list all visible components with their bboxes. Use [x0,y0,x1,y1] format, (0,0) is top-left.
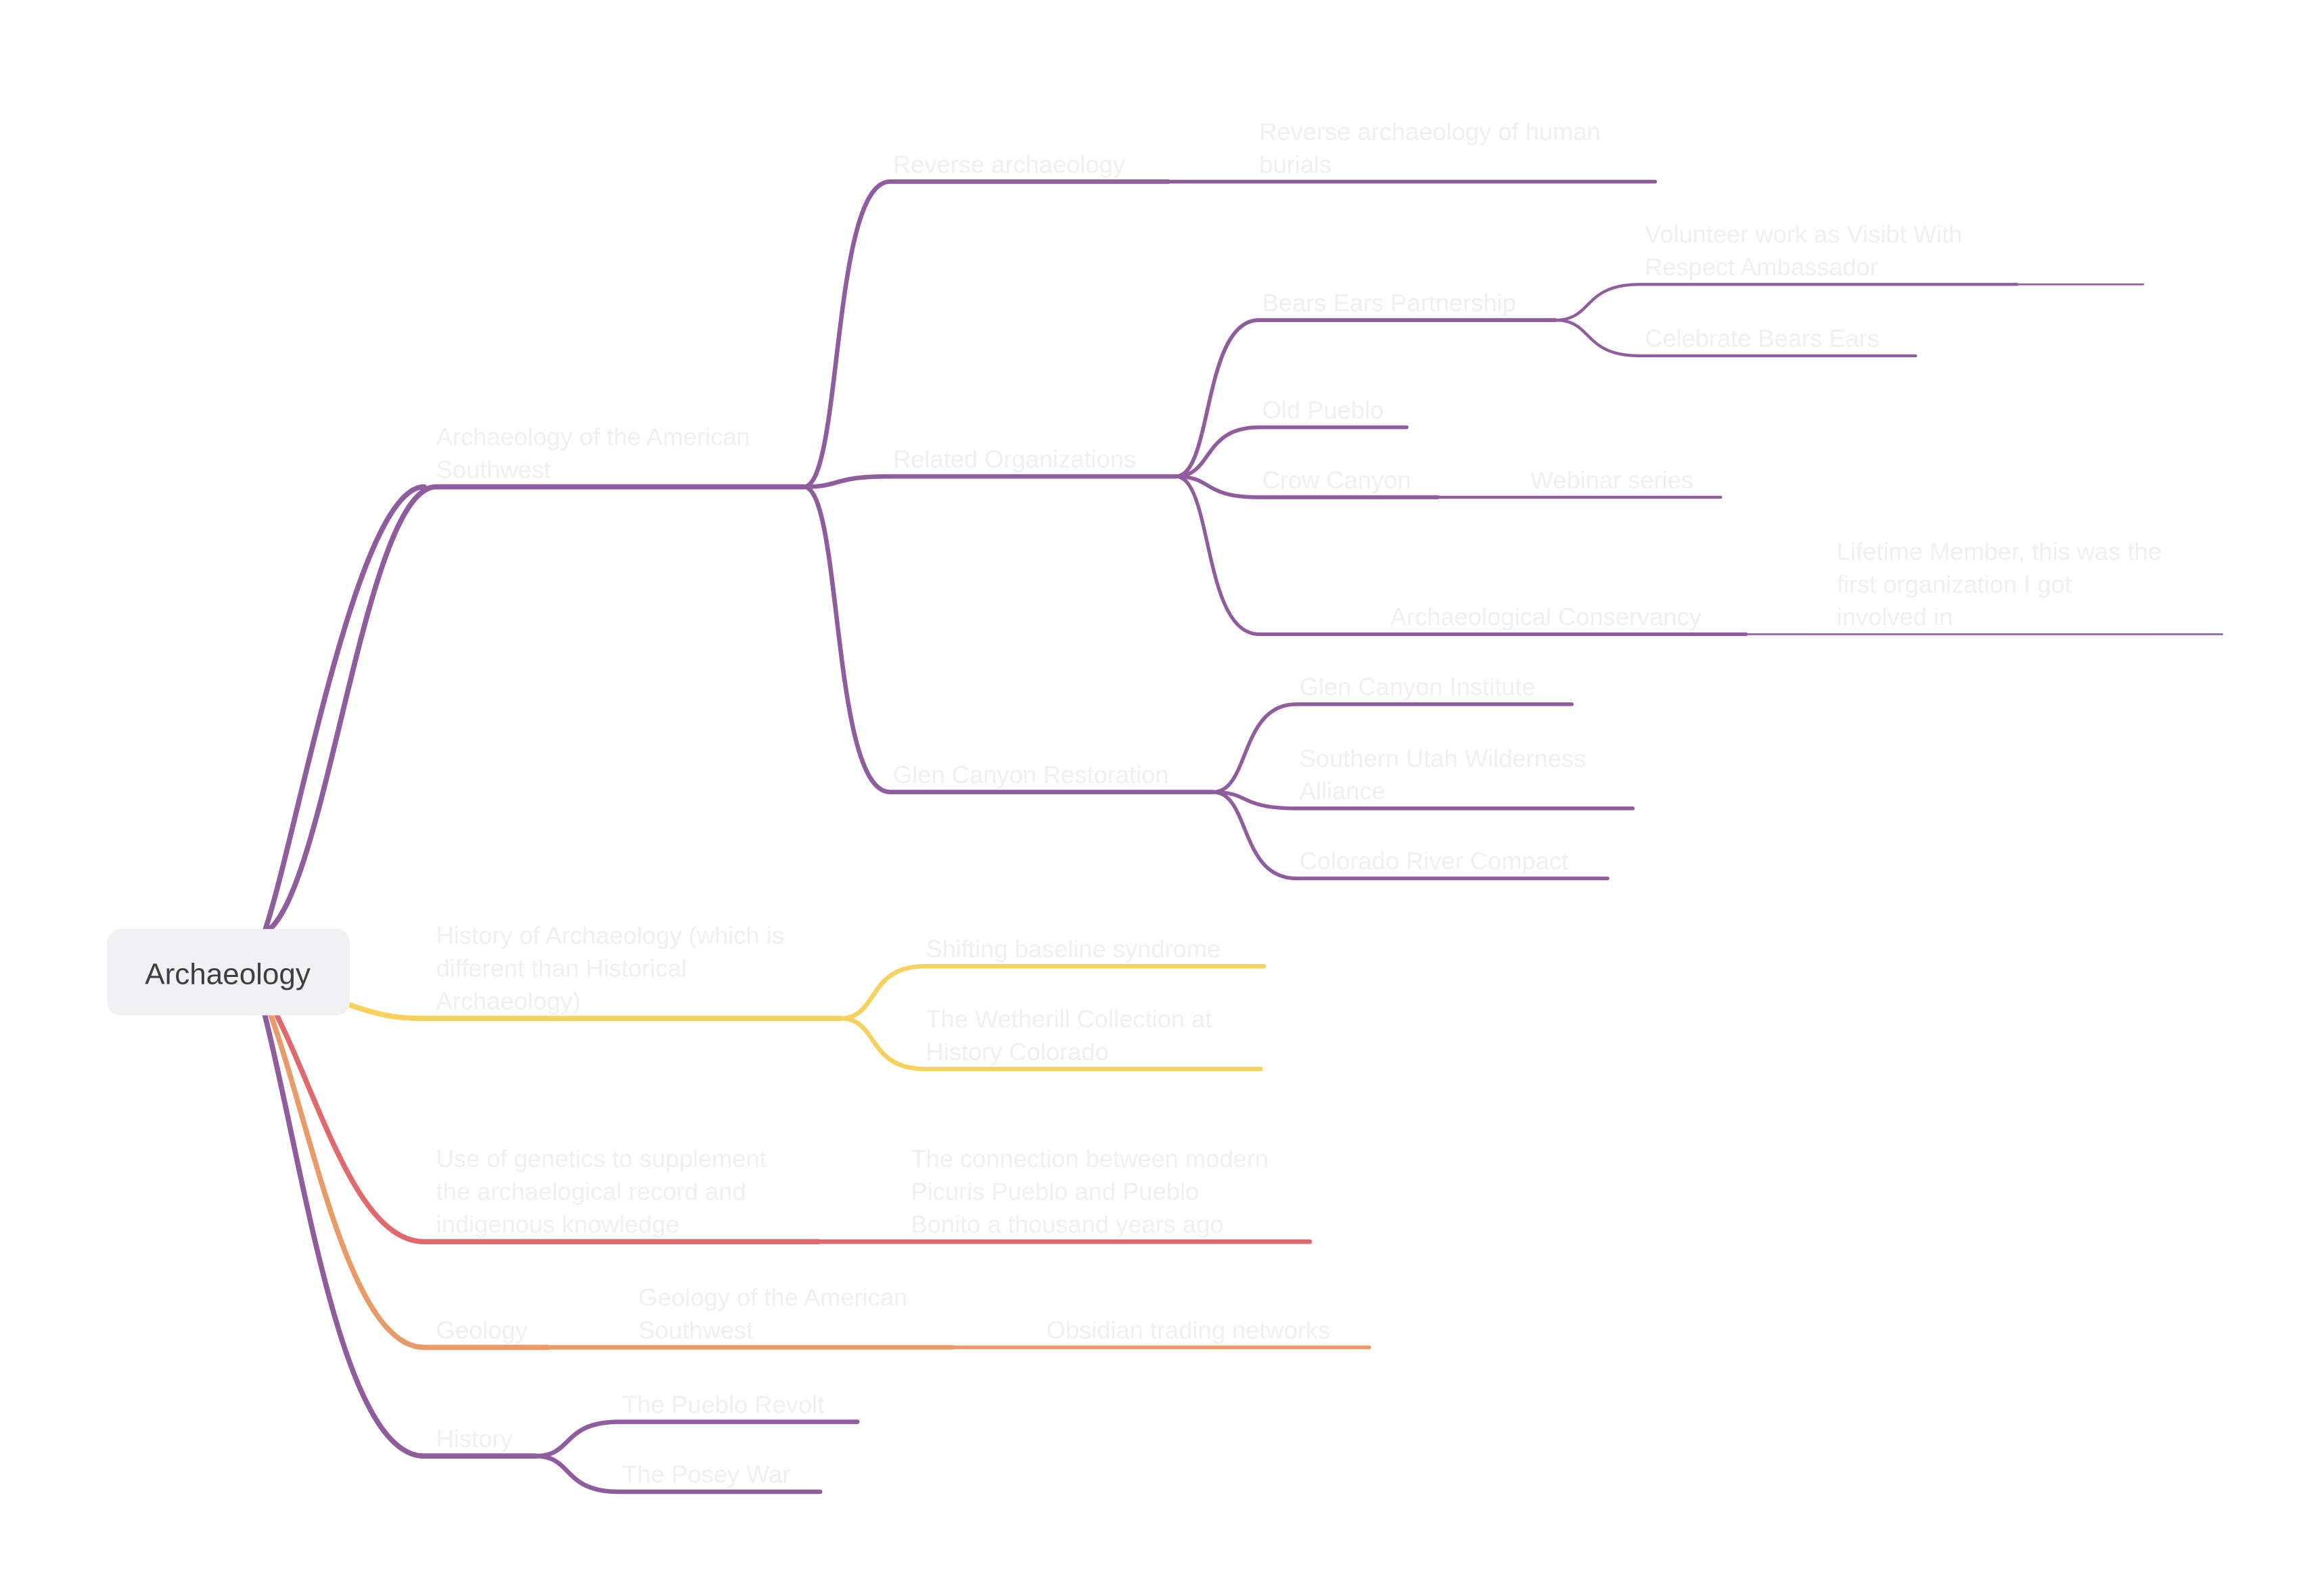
branch-line [838,1016,1263,1072]
subtopic-label[interactable]: Archaeological Conservancy [1390,603,1702,631]
branch-line [1174,318,1557,479]
subtopic-label[interactable]: Celebrate Bears Ears [1645,325,1880,352]
branch-line [342,1001,844,1022]
root-node-box[interactable] [107,929,350,1016]
branch-line [265,484,806,934]
subtopic-label[interactable]: The Pueblo Revolt [622,1390,825,1418]
branch-line [801,484,1216,794]
branch-line [1553,318,1917,358]
branch-line [838,963,1267,1021]
branch-line [1553,283,2019,322]
branch-lines [262,179,2223,1495]
branch-line [1174,474,1440,499]
branch-line [1211,790,1610,881]
subtopic-label[interactable]: Obsidian trading networks [1047,1316,1331,1344]
branch-line [801,474,1179,489]
subtopic-label[interactable]: Glen Canyon Restoration [893,760,1169,788]
branch-line [801,179,1171,489]
subtopic-label[interactable]: Webinar series [1530,466,1693,494]
branch-line [262,484,427,934]
branch-line [262,1012,539,1459]
branch-line [1211,702,1574,794]
subtopic-label[interactable]: Bears Ears Partnership [1262,289,1516,317]
branch-line [274,1012,821,1245]
branch-line [268,1012,551,1350]
branch-line [533,1419,860,1459]
subtopic-label[interactable]: Colorado River Compact [1300,847,1568,875]
branch-line [1174,425,1409,479]
branch-line [1174,474,1748,637]
topic-label[interactable]: Geology [436,1316,528,1344]
subtopic-label[interactable]: Old Pueblo [1262,396,1384,424]
subtopic-label[interactable]: Shifting baseline syndrome [926,935,1221,963]
branch-line [533,1453,823,1495]
subtopic-label[interactable]: Crow Canyon [1262,466,1411,494]
subtopic-label[interactable]: The Posey War [622,1461,791,1488]
subtopic-label[interactable]: Reverse archaeology [893,150,1126,178]
branch-line [1211,790,1635,811]
root-node[interactable]: Archaeology [107,929,350,1016]
subtopic-label[interactable]: Related Organizations [893,445,1136,473]
topic-label[interactable]: History [436,1425,514,1453]
subtopic-label[interactable]: Glen Canyon Institute [1300,673,1536,701]
root-node-label: Archaeology [145,958,311,991]
